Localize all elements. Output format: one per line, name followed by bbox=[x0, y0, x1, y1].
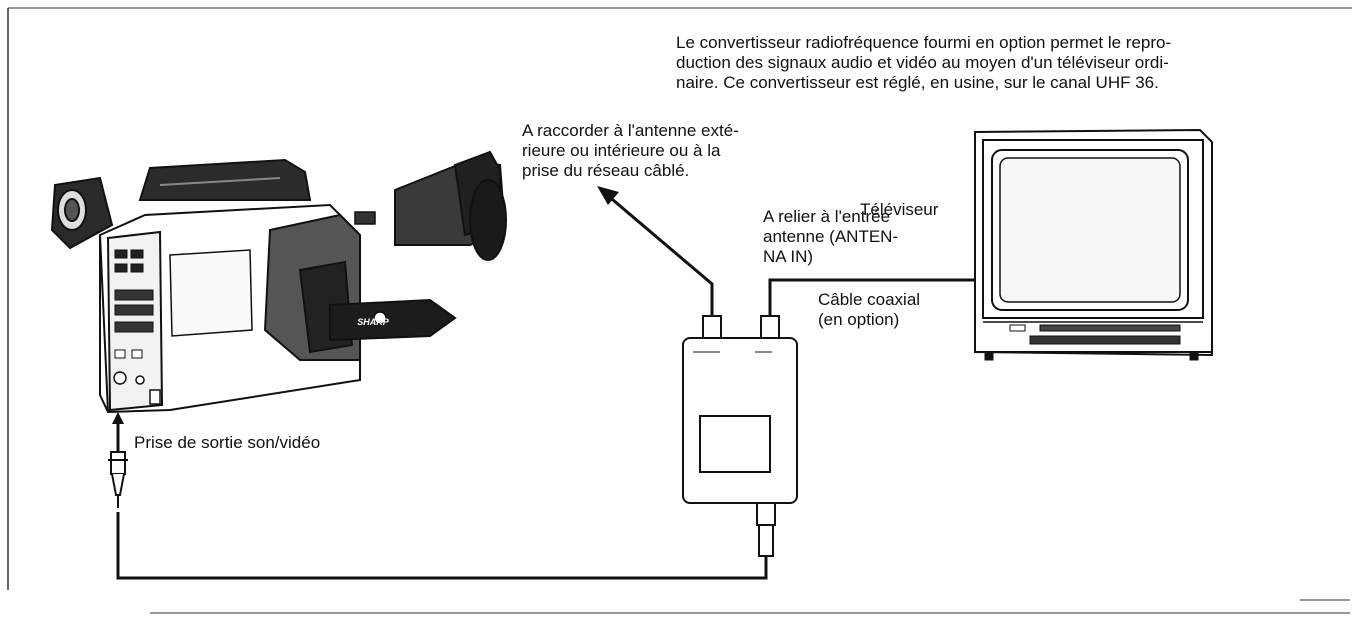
antenna-input-label-line: A relier à l'entrée bbox=[763, 207, 891, 226]
antenna-input-label-line: NA IN) bbox=[763, 247, 814, 266]
antenna-cable bbox=[605, 192, 714, 316]
coaxial-cable-label: Câble coaxial (en option) bbox=[818, 290, 920, 330]
antenna-label-line: prise du réseau câblé. bbox=[522, 161, 690, 180]
coaxial-cable bbox=[768, 278, 975, 316]
antenna-label: A raccorder à l'antenne exté- rieure ou … bbox=[522, 121, 739, 181]
coaxial-cable-label-line: (en option) bbox=[818, 310, 900, 329]
intro-line: duction des signaux audio et vidéo au mo… bbox=[676, 53, 1169, 72]
antenna-label-line: rieure ou intérieure ou à la bbox=[522, 141, 721, 160]
intro-paragraph: Le convertisseur radiofréquence fourmi e… bbox=[676, 33, 1326, 93]
rca-plug-icon bbox=[108, 451, 128, 508]
coaxial-cable-label-line: Câble coaxial bbox=[818, 290, 921, 309]
intro-line: Le convertisseur radiofréquence fourmi e… bbox=[676, 33, 1172, 52]
antenna-label-line: A raccorder à l'antenne exté- bbox=[522, 121, 739, 140]
antenna-input-label-line: antenne (ANTEN- bbox=[763, 227, 899, 246]
camcorder-brand-logo: SHARP bbox=[357, 317, 390, 327]
av-cable bbox=[116, 512, 768, 580]
intro-line: naire. Ce convertisseur est réglé, en us… bbox=[676, 73, 1159, 92]
antenna-arrow bbox=[597, 186, 619, 205]
antenna-input-label: A relier à l'entrée antenne (ANTEN- NA I… bbox=[763, 207, 898, 267]
tv-label: Téléviseur bbox=[860, 200, 939, 219]
rf-converter-box bbox=[682, 315, 798, 557]
television-illustration bbox=[974, 128, 1213, 361]
output-jack-label: Prise de sortie son/vidéo bbox=[134, 433, 321, 452]
camcorder-illustration bbox=[50, 150, 507, 414]
output-jack-arrow bbox=[112, 412, 124, 452]
